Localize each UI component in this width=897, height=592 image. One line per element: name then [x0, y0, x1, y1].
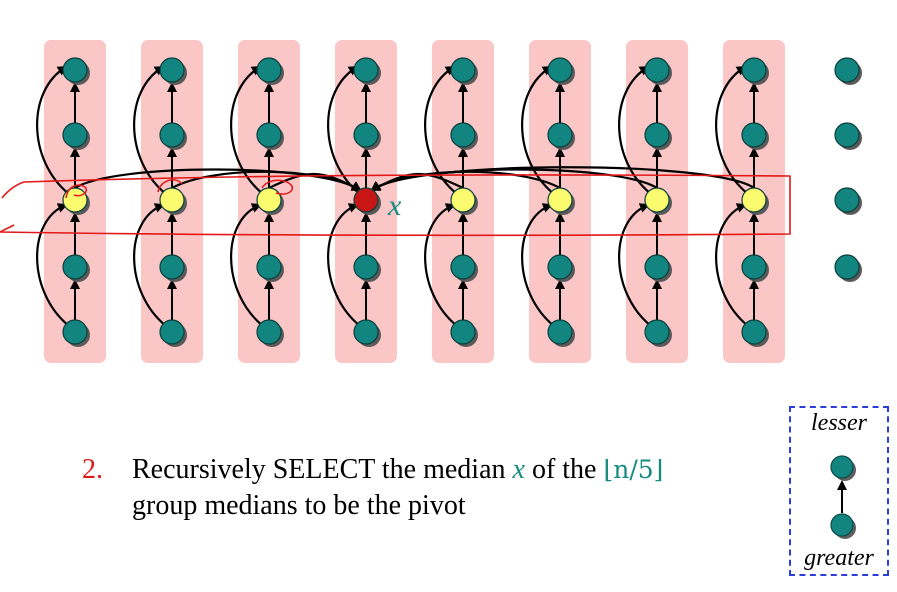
group-node: [159, 57, 185, 83]
group-node: [159, 122, 185, 148]
median-of-medians-diagram: x: [0, 40, 862, 363]
group-node: [644, 57, 670, 83]
group-node: [644, 254, 670, 280]
legend-greater-label: greater: [804, 545, 874, 571]
group-node: [741, 254, 767, 280]
step-floor-expr: ⌊n/5⌋: [603, 455, 664, 484]
group-node: [450, 57, 476, 83]
group-node: [644, 319, 670, 345]
arc-median-to-pivot: [268, 172, 362, 191]
arc-left-lower: [424, 203, 458, 327]
legend-box: lesser greater: [789, 406, 889, 576]
group-node: [547, 57, 573, 83]
pivot-label: x: [387, 189, 402, 222]
annotation-outline: [0, 174, 791, 237]
group-node: [256, 57, 282, 83]
step-line-2: group medians to be the pivot: [132, 490, 466, 521]
group-node: [159, 254, 185, 280]
group-node: [741, 122, 767, 148]
group-node: [256, 319, 282, 345]
group-node: [159, 319, 185, 345]
group-node: [353, 122, 379, 148]
arc-left-lower: [715, 203, 749, 327]
median-node: [644, 187, 670, 213]
median-node: [256, 187, 282, 213]
arc-left-lower: [618, 203, 652, 327]
arc-left-lower: [36, 203, 70, 327]
annotation-scribble: [65, 184, 88, 199]
legend-node-greater: [830, 513, 854, 537]
group-node: [353, 57, 379, 83]
arc-left-upper: [327, 65, 361, 195]
arc-left-lower: [327, 203, 361, 327]
group-node: [547, 122, 573, 148]
step-2-text: 2. Recursively SELECT the median x of the…: [82, 452, 663, 524]
step-text-mid: of the: [524, 454, 604, 485]
arc-median-to-pivot: [370, 168, 658, 192]
step-number: 2.: [82, 454, 103, 485]
arc-left-upper: [230, 65, 264, 195]
group-node: [547, 254, 573, 280]
group-node: [62, 254, 88, 280]
step-var-x: x: [512, 454, 525, 485]
group-node: [450, 319, 476, 345]
median-node: [159, 187, 185, 213]
ungrouped-node: [834, 122, 860, 148]
legend-graphic: [830, 455, 856, 539]
group-node: [62, 57, 88, 83]
arc-left-upper: [133, 65, 167, 195]
group-node: [353, 319, 379, 345]
group-node: [741, 57, 767, 83]
pivot-node: [353, 187, 379, 213]
ungrouped-node: [834, 254, 860, 280]
group-node: [256, 122, 282, 148]
arc-median-to-pivot: [370, 166, 755, 192]
annotation-scribble: [157, 179, 183, 193]
median-node: [741, 187, 767, 213]
group-node: [62, 122, 88, 148]
median-node: [450, 187, 476, 213]
median-node: [547, 187, 573, 213]
arc-left-lower: [230, 203, 264, 327]
group-node: [450, 254, 476, 280]
group-node: [62, 319, 88, 345]
group-node: [353, 254, 379, 280]
step-text-before: Recursively SELECT the median: [132, 454, 513, 485]
legend-lesser-label: lesser: [811, 410, 867, 436]
group-node: [644, 122, 670, 148]
median-node: [62, 187, 88, 213]
annotation-scribble: [261, 179, 294, 195]
arc-left-lower: [133, 203, 167, 327]
ungrouped-node: [834, 57, 860, 83]
group-node: [256, 254, 282, 280]
ungrouped-node: [834, 187, 860, 213]
arc-left-lower: [521, 203, 555, 327]
group-node: [450, 122, 476, 148]
legend-node-lesser: [830, 455, 854, 479]
group-node: [741, 319, 767, 345]
group-node: [547, 319, 573, 345]
